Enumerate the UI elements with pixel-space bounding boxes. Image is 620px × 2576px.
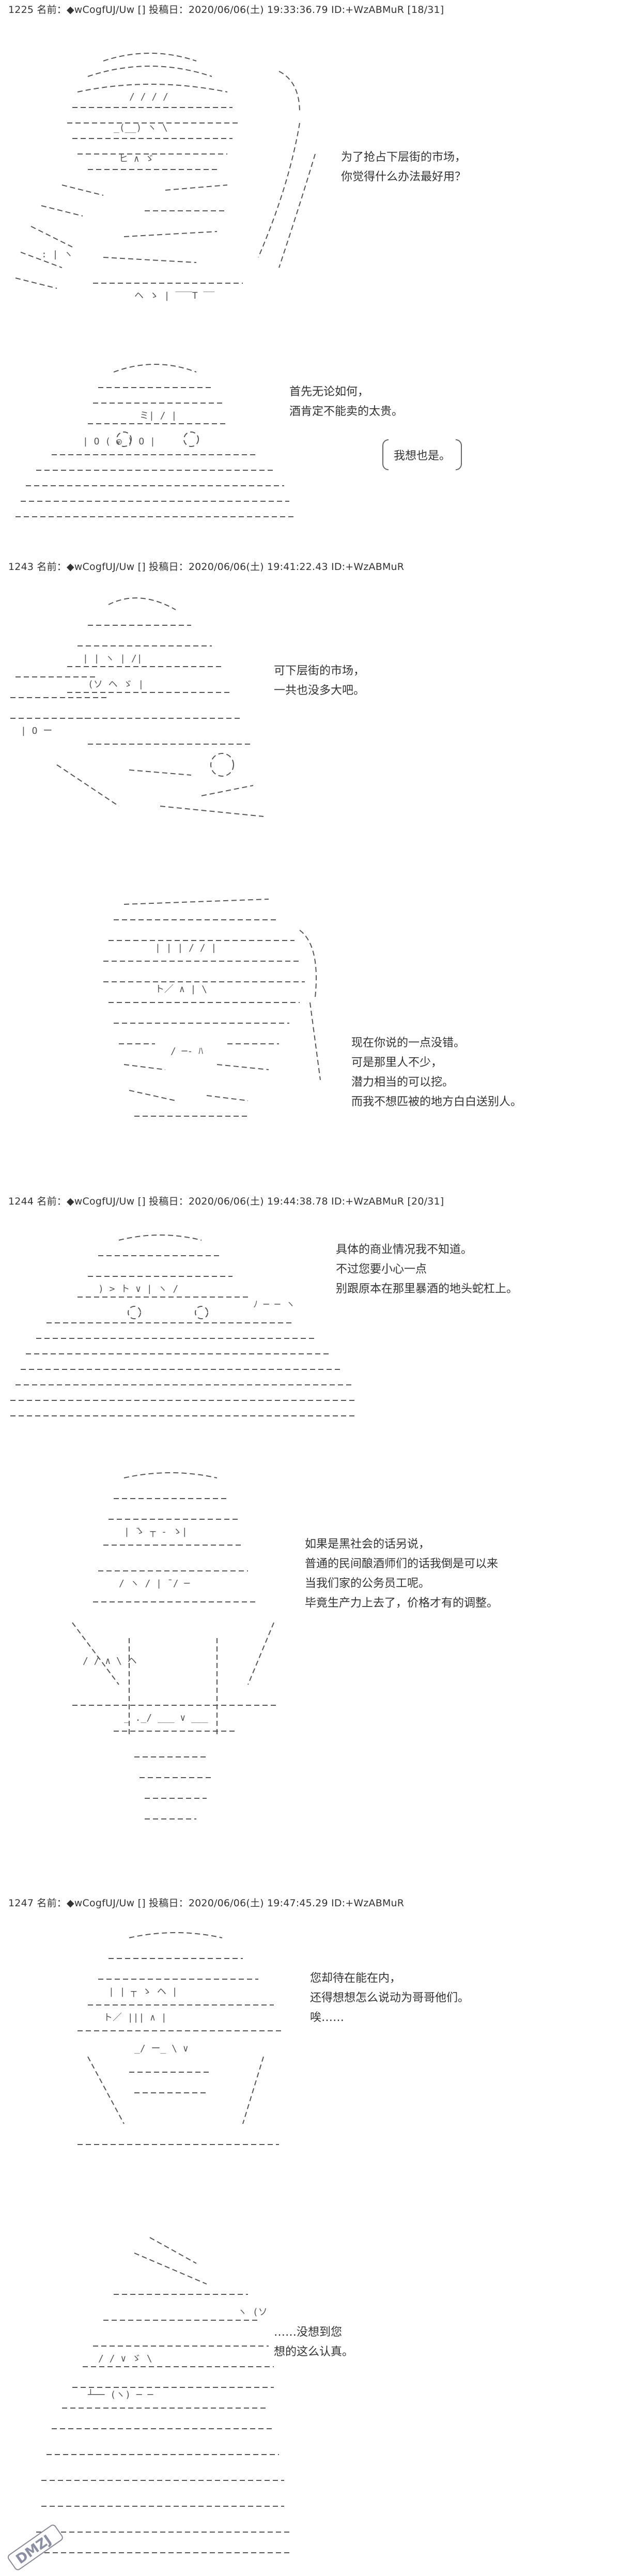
svg-text:/ ヽ / | ̄ / ─: / ヽ / | ̄ / ─ bbox=[119, 1578, 190, 1589]
svg-text:| O ー: | O ー bbox=[21, 726, 52, 736]
svg-text:_/ ー_ \ ∨: _/ ー_ \ ∨ bbox=[134, 2043, 189, 2054]
dialogue-line: 还得想想怎么说动为哥哥他们。 bbox=[310, 1992, 470, 2004]
dialogue-line: 而我不想匹被的地方白白送别人。 bbox=[351, 1096, 522, 1108]
dialogue-line: 为了抢占下层街的市场， bbox=[341, 151, 467, 164]
svg-text:/ / ∨ ゞ \: / / ∨ ゞ \ bbox=[98, 2353, 152, 2364]
ascii-art-character: | | ヽ | /| (ソ ヘ ゞ | | O ー bbox=[5, 589, 274, 832]
dialogue-line: 可是那里人不少， bbox=[351, 1056, 443, 1069]
dialogue-line: 你觉得什么办法最好用？ bbox=[341, 171, 467, 183]
svg-text:| | ヽ | /|: | | ヽ | /| bbox=[83, 653, 143, 664]
speech-bubble: 我想也是。 bbox=[382, 439, 462, 470]
dialogue-line: 首先无论如何， bbox=[289, 385, 369, 398]
ascii-art-character: ヽ (ソ / / ∨ ゞ \ ┴── (ヽ) ─ ─ bbox=[31, 2232, 295, 2563]
svg-text:) > ト ∨ | ヽ /: ) > ト ∨ | ヽ / bbox=[98, 1284, 178, 1294]
dialogue-line: 潜力相当的可以挖。 bbox=[351, 1076, 454, 1089]
dialogue-line: 毕竟生产力上去了，价格才有的调整。 bbox=[305, 1597, 499, 1610]
svg-text:_ ._/ ___ ∨ ___: _ ._/ ___ ∨ ___ bbox=[124, 1713, 208, 1723]
ascii-art-character: | | ┬ ゝ ヘ | ト／ ||| ∧ | _/ ー_ \ ∨ bbox=[57, 1927, 300, 2165]
svg-text:ヘ ゝ | ‾‾‾T ‾‾: ヘ ゝ | ‾‾‾T ‾‾ bbox=[134, 290, 214, 301]
ascii-art-character: ミ| / | | O ( ◎ ) O | bbox=[10, 351, 300, 527]
dialogue-line: 现在你说的一点没错。 bbox=[351, 1037, 466, 1050]
dialogue-line: 想的这么认真。 bbox=[274, 2346, 354, 2358]
dialogue-line: 如果是黑社会的话另说， bbox=[305, 1538, 430, 1551]
svg-text:| ̄ゝ ┬ ‐ ゝ|: | ̄ゝ ┬ ‐ ゝ| bbox=[124, 1526, 188, 1537]
dialogue-1244-b: 如果是黑社会的话另说， 普通的民间酿酒师们的话我倒是可以来 当我们家的公务员工呢… bbox=[305, 1535, 498, 1613]
post-header-1247: 1247 名前：◆wCogfUJ/Uw [] 投稿日：2020/06/06(土)… bbox=[8, 1898, 405, 1909]
svg-text:| | ┬ ゝ ヘ |: | | ┬ ゝ ヘ | bbox=[109, 1986, 178, 1997]
ascii-art-character: / / / / _(__) ヽ \ ヒ ∧ ゞ : | ヽ ヘ ゝ | ‾‾‾T… bbox=[10, 40, 331, 309]
dialogue-1247-a: 您却待在能在内， 还得想想怎么说动为哥哥他们。 唉…… bbox=[310, 1969, 469, 2028]
svg-text:ヽ (ソ: ヽ (ソ bbox=[238, 2307, 268, 2318]
ascii-art-character: | ̄ゝ ┬ ‐ ゝ| / ヽ / | ̄ / ─ / / ∧ \ ヘ _ ._… bbox=[52, 1468, 300, 1829]
svg-text:/ / ∧ \ ヘ: / / ∧ \ ヘ bbox=[83, 1656, 137, 1667]
svg-text:ト／ ||| ∧ |: ト／ ||| ∧ | bbox=[103, 2012, 167, 2023]
ascii-art-character: | | | / / | ト／ ∧ | \ / ─‐ ﾊ bbox=[93, 884, 331, 1152]
post-header-1243: 1243 名前：◆wCogfUJ/Uw [] 投稿日：2020/06/06(土)… bbox=[8, 561, 405, 573]
svg-text:: | ヽ: : | ヽ bbox=[41, 249, 73, 260]
svg-text:/ / / /: / / / / bbox=[129, 91, 168, 102]
post-header-1225: 1225 名前：◆wCogfUJ/Uw [] 投稿日：2020/06/06(土)… bbox=[8, 4, 444, 16]
dialogue-1225-a: 为了抢占下层街的市场， 你觉得什么办法最好用？ bbox=[341, 148, 466, 187]
ascii-art-character: ) > ト ∨ | ヽ / ﾉ ─ ─ ヽ bbox=[5, 1230, 362, 1426]
dialogue-line: 具体的商业情况我不知道。 bbox=[336, 1243, 473, 1256]
dialogue-1243-a: 可下层街的市场， 一共也没多大吧。 bbox=[274, 661, 365, 701]
svg-text:_(__) ヽ \: _(__) ヽ \ bbox=[114, 122, 168, 133]
dialogue-line: 您却待在能在内， bbox=[310, 1972, 401, 1985]
dialogue-line: 当我们家的公务员工呢。 bbox=[305, 1577, 430, 1590]
dialogue-1244-a: 具体的商业情况我不知道。 不过您要小心一点 别跟原本在那里暴酒的地头蛇杠上。 bbox=[336, 1240, 518, 1299]
dialogue-line: 普通的民间酿酒师们的话我倒是可以来 bbox=[305, 1557, 499, 1570]
dialogue-line: 酒肯定不能卖的太贵。 bbox=[289, 405, 404, 418]
site-logo: DMZJ bbox=[3, 2522, 70, 2573]
dialogue-line: 唉…… bbox=[310, 2011, 345, 2024]
svg-text:ミ| / |: ミ| / | bbox=[140, 410, 177, 421]
dialogue-1225-b: 首先无论如何， 酒肯定不能卖的太贵。 bbox=[289, 382, 403, 422]
dialogue-1243-b: 现在你说的一点没错。 可是那里人不少， 潜力相当的可以挖。 而我不想匹被的地方白… bbox=[351, 1034, 522, 1112]
dialogue-1247-b: ……没想到您 想的这么认真。 bbox=[274, 2323, 353, 2362]
svg-text:ヒ ∧ ゞ: ヒ ∧ ゞ bbox=[119, 153, 154, 164]
svg-text:| O ( ◎ ) O |: | O ( ◎ ) O | bbox=[83, 436, 156, 447]
dialogue-line: 别跟原本在那里暴酒的地头蛇杠上。 bbox=[336, 1283, 518, 1295]
dialogue-line: ……没想到您 bbox=[274, 2326, 343, 2339]
svg-text:| | | / / |: | | | / / | bbox=[155, 943, 216, 953]
svg-text:(ソ ヘ ゞ |: (ソ ヘ ゞ | bbox=[88, 679, 144, 690]
dialogue-line: 一共也没多大吧。 bbox=[274, 684, 365, 697]
dialogue-line: 可下层街的市场， bbox=[274, 665, 365, 677]
svg-text:ト／ ∧ | \: ト／ ∧ | \ bbox=[155, 984, 207, 995]
dialogue-line: 不过您要小心一点 bbox=[336, 1263, 427, 1276]
svg-text:┴── (ヽ) ─ ─: ┴── (ヽ) ─ ─ bbox=[87, 2389, 154, 2400]
post-header-1244: 1244 名前：◆wCogfUJ/Uw [] 投稿日：2020/06/06(土)… bbox=[8, 1196, 444, 1207]
svg-text:/ ─‐ ﾊ: / ─‐ ﾊ bbox=[171, 1046, 203, 1057]
svg-text:ﾉ ─ ─ ヽ: ﾉ ─ ─ ヽ bbox=[253, 1299, 295, 1310]
